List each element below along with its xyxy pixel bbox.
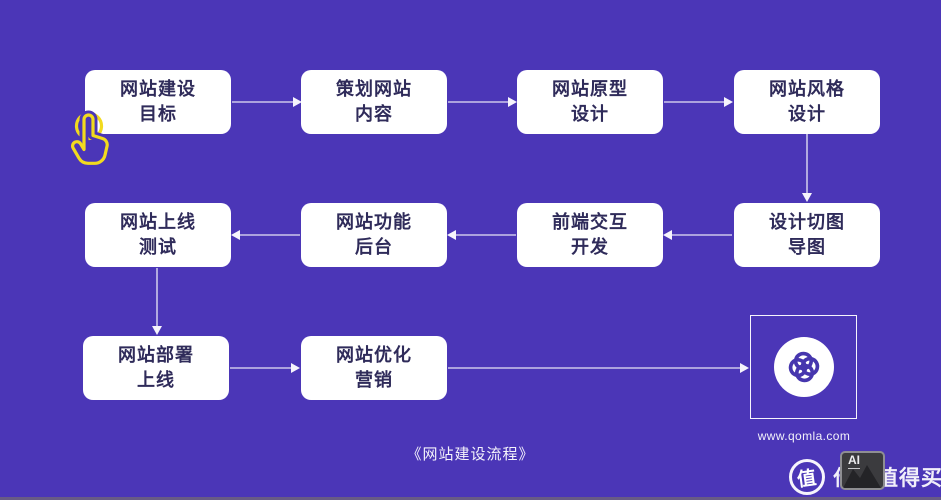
mountain-icon (843, 465, 881, 488)
node-label: 目标 (139, 104, 177, 124)
node-label: 内容 (355, 104, 393, 124)
flow-node-style-design: 网站风格 设计 (734, 70, 880, 134)
flow-node-prototype-design: 网站原型 设计 (517, 70, 663, 134)
diagram-caption: 《网站建设流程》 (406, 446, 535, 463)
node-label: 后台 (355, 237, 393, 257)
ai-badge-label: AI (848, 453, 860, 469)
node-label: 网站建设 (120, 79, 196, 99)
node-label: 测试 (139, 237, 177, 257)
node-label: 设计切图 (769, 212, 845, 232)
flow-node-design-slicing: 设计切图 导图 (734, 203, 880, 267)
ai-image-badge-icon: AI (840, 451, 885, 490)
smzdm-logo-icon: 值 (789, 459, 825, 495)
flow-node-goal: 网站建设 目标 (85, 70, 231, 134)
flow-node-content-planning: 策划网站 内容 (301, 70, 447, 134)
qomla-website-url: www.qomla.com (757, 429, 851, 443)
hand-tap-icon (68, 110, 112, 168)
node-label: 设计 (788, 104, 826, 124)
node-label: 上线 (137, 370, 175, 390)
node-label: 网站上线 (120, 212, 196, 232)
bottom-edge-strip (0, 497, 941, 500)
smzdm-logo-char: 值 (796, 467, 819, 491)
qomla-logo-box (750, 315, 857, 419)
node-label: 设计 (571, 104, 609, 124)
flow-node-frontend-dev: 前端交互 开发 (517, 203, 663, 267)
node-label: 策划网站 (336, 79, 412, 99)
node-label: 营销 (355, 370, 393, 390)
flow-node-optimize-marketing: 网站优化 营销 (301, 336, 447, 400)
node-label: 前端交互 (552, 212, 628, 232)
flow-node-function-backend: 网站功能 后台 (301, 203, 447, 267)
node-label: 网站原型 (552, 79, 628, 99)
node-label: 网站优化 (336, 345, 412, 365)
flow-node-online-testing: 网站上线 测试 (85, 203, 231, 267)
qomla-logo-circle (774, 337, 834, 397)
node-label: 网站风格 (769, 79, 845, 99)
node-label: 导图 (788, 237, 826, 257)
qomla-clover-icon (788, 351, 820, 383)
node-label: 网站功能 (336, 212, 412, 232)
flow-node-deploy-launch: 网站部署 上线 (83, 336, 229, 400)
node-label: 开发 (571, 237, 609, 257)
node-label: 网站部署 (118, 345, 194, 365)
